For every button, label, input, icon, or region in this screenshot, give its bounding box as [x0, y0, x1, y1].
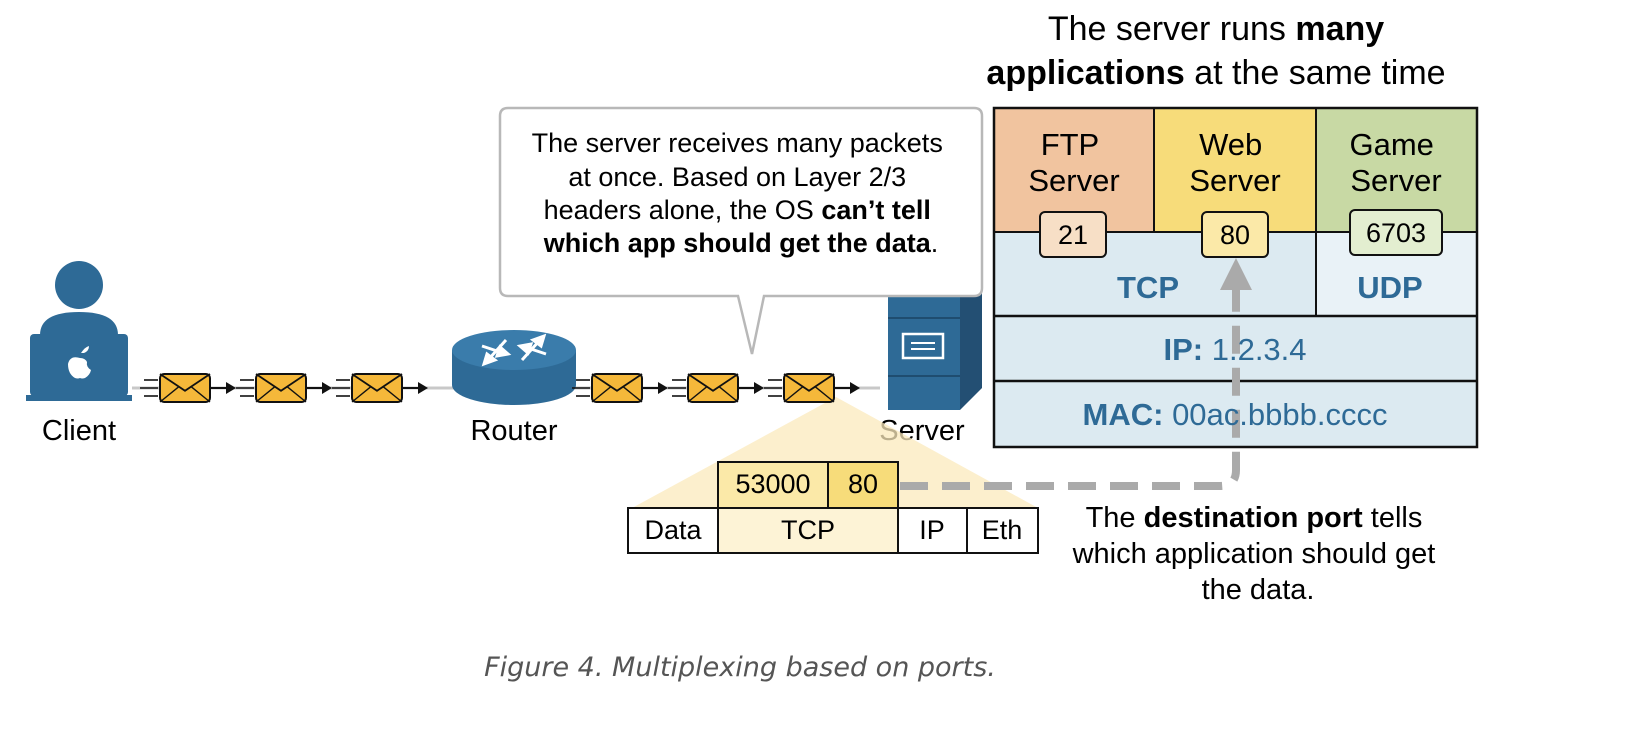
- tcp-label: TCP: [1117, 270, 1179, 305]
- data-field-cell: [627, 507, 719, 554]
- packet-stream: [140, 373, 860, 403]
- ftp-port-badge: [1039, 211, 1107, 258]
- router-icon: [452, 330, 576, 405]
- data-field-label: Data: [644, 515, 702, 545]
- mac-address-label: MAC: 00ac.bbbb.cccc: [1083, 397, 1388, 432]
- diagram-title-line1: The server runs many: [1048, 10, 1384, 48]
- tcp-field-cell: [717, 507, 899, 554]
- ftp-server-label: FTP Server: [1028, 127, 1119, 198]
- callout-text: The server receives many packets at once…: [532, 128, 951, 258]
- ftp-port-number: 21: [1058, 220, 1088, 250]
- diagram-title-line2: applications at the same time: [986, 54, 1445, 92]
- callout-bubble: [498, 106, 984, 355]
- tcp-field-label: TCP: [781, 515, 835, 545]
- game-port-badge: [1349, 209, 1443, 256]
- packet-envelope-icon: [332, 373, 428, 403]
- eth-field-cell: [966, 507, 1039, 554]
- packet-envelope-icon: [764, 373, 860, 403]
- ip-field-cell: [897, 507, 968, 554]
- ip-field-label: IP: [919, 515, 945, 545]
- router-label: Router: [470, 415, 557, 447]
- packet-envelope-icon: [668, 373, 764, 403]
- web-port-number: 80: [1220, 220, 1250, 250]
- destination-port-note: The destination port tells which applica…: [1072, 502, 1444, 606]
- web-port-badge: [1201, 211, 1269, 258]
- eth-field-label: Eth: [982, 515, 1023, 545]
- destination-port-arrow: [900, 290, 1240, 490]
- game-port-number: 6703: [1366, 218, 1426, 248]
- figure-caption: Figure 4. Multiplexing based on ports.: [484, 652, 996, 683]
- packet-envelope-icon: [140, 373, 236, 403]
- web-server-label: Web Server: [1189, 127, 1280, 198]
- client-icon: [26, 261, 132, 401]
- packet-envelope-icon: [236, 373, 332, 403]
- udp-label: UDP: [1357, 270, 1422, 305]
- destination-port-value: 80: [848, 469, 878, 499]
- packet-header-detail: [627, 461, 1039, 554]
- destination-port-arrowhead: [1220, 258, 1252, 290]
- ip-address-label: IP: 1.2.3.4: [1163, 332, 1306, 367]
- source-port-value: 53000: [735, 469, 810, 499]
- destination-port-cell: [827, 461, 899, 509]
- client-label: Client: [42, 415, 116, 447]
- game-server-label: Game Server: [1349, 127, 1442, 198]
- packet-envelope-icon: [572, 373, 668, 403]
